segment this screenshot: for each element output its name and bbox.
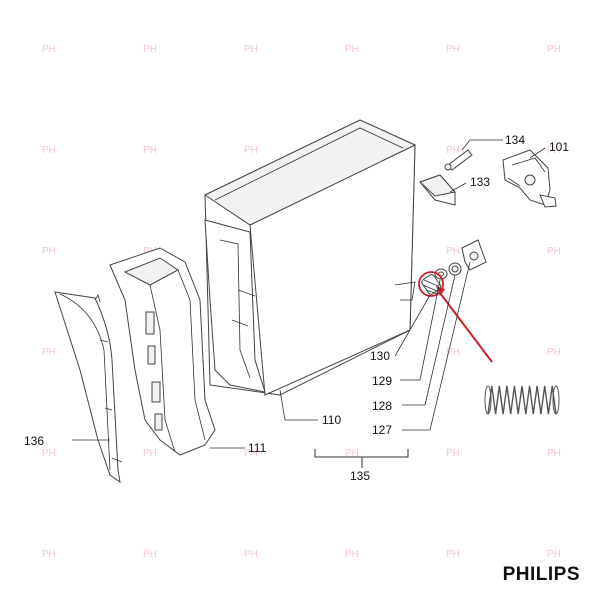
leader-lines (72, 139, 546, 449)
watermark-mark: PH (446, 549, 460, 560)
watermark-mark: PH (446, 448, 460, 459)
callout-111: 111 (248, 441, 267, 455)
watermark-mark: PH (42, 448, 56, 459)
watermark-mark: PH (42, 44, 56, 55)
watermark-mark: PH (42, 549, 56, 560)
watermark-mark: PH (143, 145, 157, 156)
part-136-side-panel (54, 291, 123, 484)
callout-136: 136 (24, 434, 44, 448)
callout-133: 133 (470, 175, 490, 189)
spring-end (552, 385, 560, 415)
philips-logo: PHILIPS (502, 564, 580, 585)
watermark-mark: PH (547, 448, 561, 459)
watermark-mark: PH (446, 145, 460, 156)
part-133-block (419, 174, 456, 206)
callout-130: 130 (370, 349, 390, 363)
watermark-mark: PH (143, 448, 157, 459)
watermark-mark: PH (547, 145, 561, 156)
watermark-mark: PH (42, 347, 56, 358)
callout-134: 134 (505, 133, 525, 147)
watermark-mark: PH (446, 44, 460, 55)
spring-coil (487, 385, 557, 415)
watermark-mark: PH (547, 246, 561, 257)
watermark-mark: PH (143, 549, 157, 560)
watermark-mark: PH (446, 347, 460, 358)
part-111-side-frame (109, 247, 216, 456)
detail-spring (484, 385, 560, 415)
watermark-mark: PH (446, 246, 460, 257)
callout-128: 128 (372, 399, 392, 413)
watermark-mark: PH (345, 549, 359, 560)
callout-135: 135 (350, 469, 370, 483)
watermark-mark: PH (345, 448, 359, 459)
part-134-pin (444, 149, 473, 171)
spring-end (484, 385, 492, 415)
watermark-mark: PH (244, 448, 258, 459)
watermark-mark: PH (547, 549, 561, 560)
callout-129: 129 (372, 374, 392, 388)
watermark-mark: PH (345, 44, 359, 55)
watermark-mark: PH (547, 44, 561, 55)
part-110-water-tank (203, 119, 417, 396)
callout-110: 110 (322, 413, 341, 427)
watermark-mark: PH (244, 549, 258, 560)
part-101-valve-assembly (502, 149, 557, 208)
watermark-mark: PH (42, 246, 56, 257)
watermark-mark: PH (244, 145, 258, 156)
watermark-mark: PH (244, 44, 258, 55)
part-127-valve-plate (461, 239, 487, 271)
watermark-mark: PH (42, 145, 56, 156)
callout-101: 101 (549, 140, 569, 154)
watermark-mark: PH (547, 347, 561, 358)
watermark-mark: PH (143, 44, 157, 55)
part-130-spring (421, 274, 442, 295)
callout-127: 127 (372, 423, 392, 437)
bracket-135 (314, 449, 409, 468)
part-128-washer (448, 262, 462, 276)
